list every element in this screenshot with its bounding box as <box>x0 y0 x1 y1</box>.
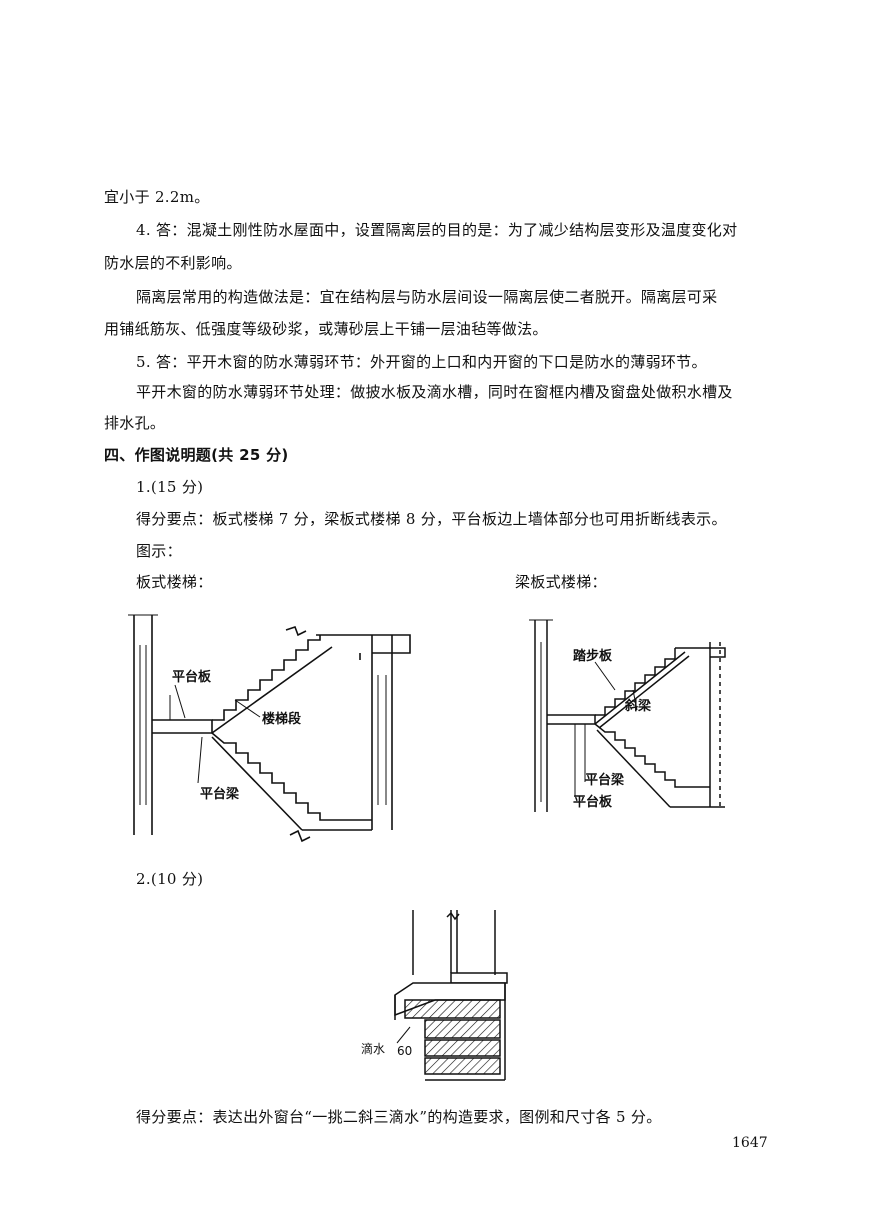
text-line: 排水孔。 <box>104 414 166 432</box>
figure-b-title: 梁板式楼梯： <box>515 573 607 591</box>
label-tread-slab: 踏步板 <box>573 648 613 664</box>
figure-intro: 图示： <box>136 542 182 560</box>
text-line: 用铺纸筋灰、低强度等级砂浆，或薄砂层上干铺一层油毡等做法。 <box>104 320 548 338</box>
label-inclined-beam: 斜梁 <box>624 698 652 714</box>
label-stair-flight: 楼梯段 <box>262 711 301 727</box>
text-line: 5. 答：平开木窗的防水薄弱环节：外开窗的上口和内开窗的下口是防水的薄弱环节。 <box>136 353 707 371</box>
text-line: 平开木窗的防水薄弱环节处理：做披水板及滴水槽，同时在窗框内槽及窗盘处做积水槽及 <box>136 383 733 401</box>
figure-beam-stair: 踏步板 斜梁 平台梁 平台板 <box>525 612 735 827</box>
scoring-points: 得分要点：板式楼梯 7 分，梁板式楼梯 8 分，平台板边上墙体部分也可用折断线表… <box>136 510 727 528</box>
figure-a-title: 板式楼梯： <box>136 573 213 591</box>
question-number: 2.(10 分) <box>136 870 204 888</box>
section-heading: 四、作图说明题(共 25 分) <box>104 446 289 464</box>
label-platform-beam: 平台梁 <box>200 786 240 802</box>
text-line: 4. 答：混凝土刚性防水屋面中，设置隔离层的目的是：为了减少结构层变形及温度变化… <box>136 221 738 239</box>
label-platform-beam: 平台梁 <box>585 772 625 788</box>
label-platform-slab: 平台板 <box>573 794 613 810</box>
label-drip: 滴水 <box>361 1041 385 1056</box>
figure-slab-stair: 平台板 楼梯段 平台梁 <box>120 605 420 850</box>
text-line: 防水层的不利影响。 <box>104 254 242 272</box>
label-dimension: 60 <box>397 1044 412 1058</box>
figure-window-sill: 滴水 60 <box>355 905 525 1090</box>
text-line: 宜小于 2.2m。 <box>104 188 210 206</box>
question-number: 1.(15 分) <box>136 478 204 496</box>
scoring-points: 得分要点：表达出外窗台“一挑二斜三滴水”的构造要求，图例和尺寸各 5 分。 <box>136 1108 662 1126</box>
label-platform-slab: 平台板 <box>172 669 212 685</box>
text-line: 隔离层常用的构造做法是：宜在结构层与防水层间设一隔离层使二者脱开。隔离层可采 <box>136 288 718 306</box>
page-number: 1647 <box>732 1135 768 1151</box>
